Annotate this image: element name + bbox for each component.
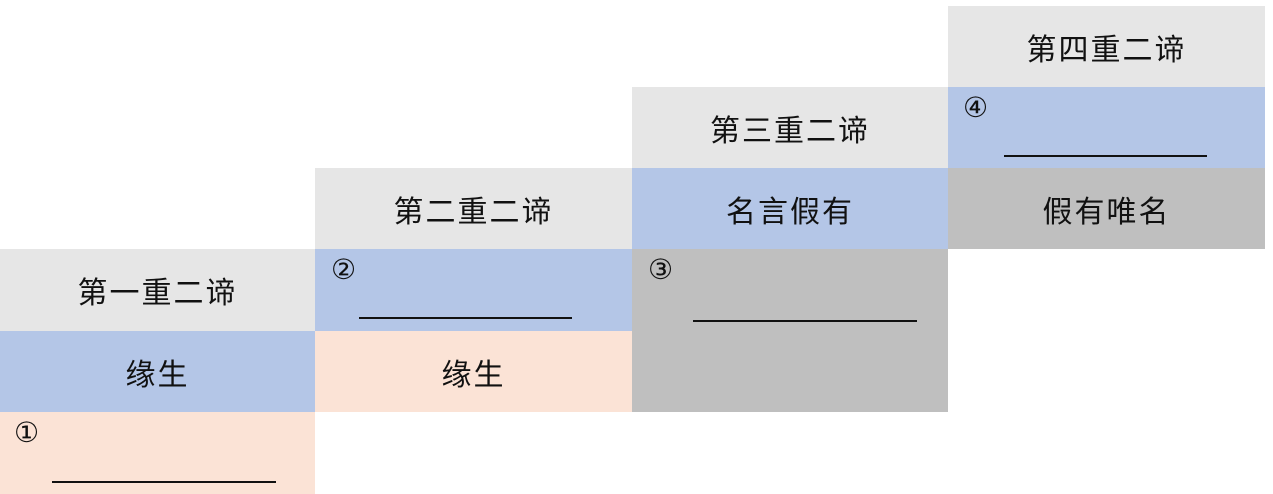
blank-answer-line-1 [52,481,276,483]
blank-answer-line-2 [359,317,572,319]
level2-lower-cell: 缘生 [315,331,632,412]
level1-upper-cell: 缘生 [0,331,315,412]
level2-title: 第二重二谛 [315,168,632,249]
blank-number-2: ② [331,253,357,286]
level4-title: 第四重二谛 [948,6,1265,87]
level3-title: 第三重二谛 [632,87,948,168]
blank-answer-line-4 [1004,155,1207,157]
level3-upper-text: 名言假有 [726,194,854,230]
level2-lower-text: 缘生 [441,357,506,393]
level1-title: 第一重二谛 [0,249,315,331]
level2-title-text: 第二重二谛 [393,194,554,230]
level1-lower-blank[interactable]: ① [0,412,315,494]
level4-title-text: 第四重二谛 [1026,32,1187,68]
blank-number-4: ④ [963,91,989,124]
blank-number-3: ③ [648,253,674,286]
level1-title-text: 第一重二谛 [77,276,238,311]
blank-answer-line-3 [693,320,917,322]
level4-upper-blank[interactable]: ④ [948,87,1265,168]
level3-upper-cell: 名言假有 [632,168,948,249]
blank-number-1: ① [14,416,40,449]
level4-lower-text: 假有唯名 [1042,194,1171,230]
level1-upper-text: 缘生 [125,357,190,393]
level3-lower-blank[interactable]: ③ [632,249,948,412]
level2-upper-blank[interactable]: ② [315,249,632,331]
level4-lower-cell: 假有唯名 [948,168,1265,249]
level3-title-text: 第三重二谛 [710,113,870,149]
